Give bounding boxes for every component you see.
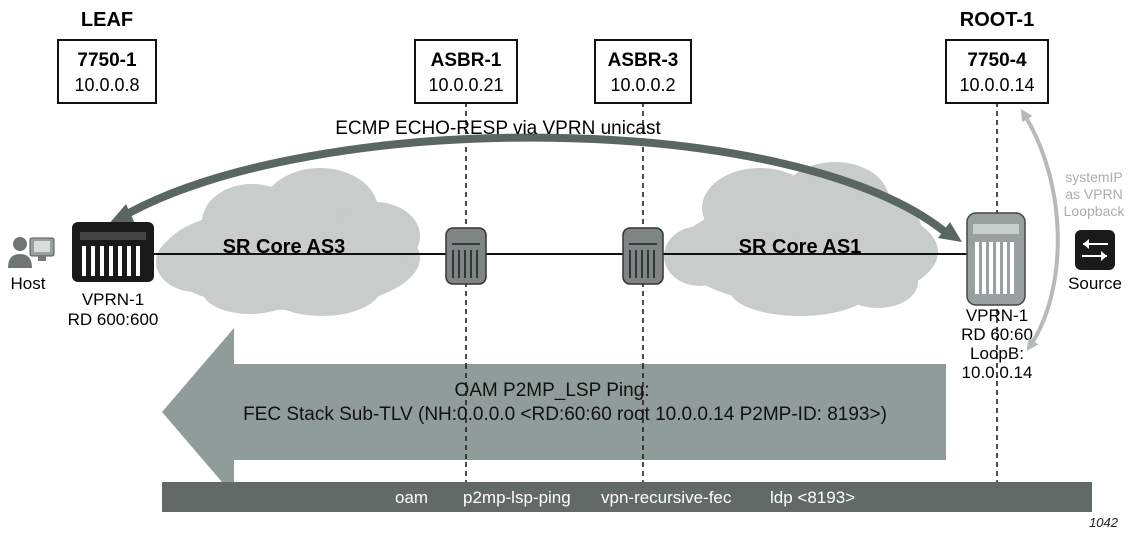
cloud-sr-core-as1 xyxy=(664,162,938,316)
systemip-note-line2: as VPRN xyxy=(1065,186,1123,202)
node-name: ASBR-1 xyxy=(431,50,502,71)
oam-ping-arrow xyxy=(162,328,946,496)
leaf-label: LEAF xyxy=(81,9,133,31)
root-vprn-rd: RD 60:60 xyxy=(961,325,1033,344)
node-ip: 10.0.0.8 xyxy=(74,75,139,95)
systemip-note-line3: Loopback xyxy=(1064,203,1126,219)
systemip-note-line1: systemIP xyxy=(1065,169,1123,185)
command-text: oam p2mp-lsp-ping vpn-recursive-fec ldp … xyxy=(395,488,855,507)
command-bar xyxy=(162,482,1092,512)
source-icon xyxy=(1075,230,1115,270)
command-part-p2mp-lsp-ping: p2mp-lsp-ping xyxy=(463,488,571,507)
root-router-icon xyxy=(966,212,1026,306)
node-name: ASBR-3 xyxy=(608,50,679,71)
systemip-loopback-arrow xyxy=(1020,108,1060,351)
command-part-oam: oam xyxy=(395,488,428,507)
asbr3-router-icon xyxy=(622,227,664,285)
root-vprn-name: VPRN-1 xyxy=(966,306,1028,325)
root-loopback-ip: 10.0.0.14 xyxy=(962,363,1033,382)
cloud-as1-label: SR Core AS1 xyxy=(739,236,862,258)
node-7750-1: 7750-1 10.0.0.8 xyxy=(57,39,157,104)
oam-arrow-fec: FEC Stack Sub-TLV (NH:0.0.0.0 <RD:60:60 … xyxy=(243,404,887,425)
node-7750-4: 7750-4 10.0.0.14 xyxy=(945,39,1049,104)
leaf-vprn-rd: RD 600:600 xyxy=(68,310,159,329)
node-ip: 10.0.0.14 xyxy=(959,75,1034,95)
oam-arrow-title: OAM P2MP_LSP Ping: xyxy=(454,380,649,401)
echo-resp-arrowhead-right xyxy=(938,222,962,242)
leaf-router-icon xyxy=(72,222,154,282)
figure-number: 1042 xyxy=(1089,515,1119,530)
node-name: 7750-1 xyxy=(77,50,137,71)
source-label: Source xyxy=(1068,274,1122,293)
node-name: 7750-4 xyxy=(967,50,1027,71)
command-part-vpn-recursive-fec: vpn-recursive-fec xyxy=(601,488,732,507)
echo-resp-arc xyxy=(117,133,953,240)
asbr1-router-icon xyxy=(445,227,487,285)
leaf-vprn-name: VPRN-1 xyxy=(82,290,144,309)
node-ip: 10.0.0.2 xyxy=(610,75,675,95)
node-ip: 10.0.0.21 xyxy=(428,75,503,95)
cloud-sr-core-as3 xyxy=(156,168,420,316)
cloud-as3-label: SR Core AS3 xyxy=(223,236,346,258)
command-part-ldp: ldp <8193> xyxy=(770,488,855,507)
node-asbr-1: ASBR-1 10.0.0.21 xyxy=(414,39,518,104)
echo-resp-arrowhead-left xyxy=(108,204,136,226)
echo-resp-label: ECMP ECHO-RESP via VPRN unicast xyxy=(335,118,661,139)
root-loopback-label: LoopB: xyxy=(970,344,1024,363)
host-label: Host xyxy=(11,274,46,293)
host-icon xyxy=(8,237,55,268)
node-asbr-3: ASBR-3 10.0.0.2 xyxy=(594,39,692,104)
root-label: ROOT-1 xyxy=(960,9,1034,31)
